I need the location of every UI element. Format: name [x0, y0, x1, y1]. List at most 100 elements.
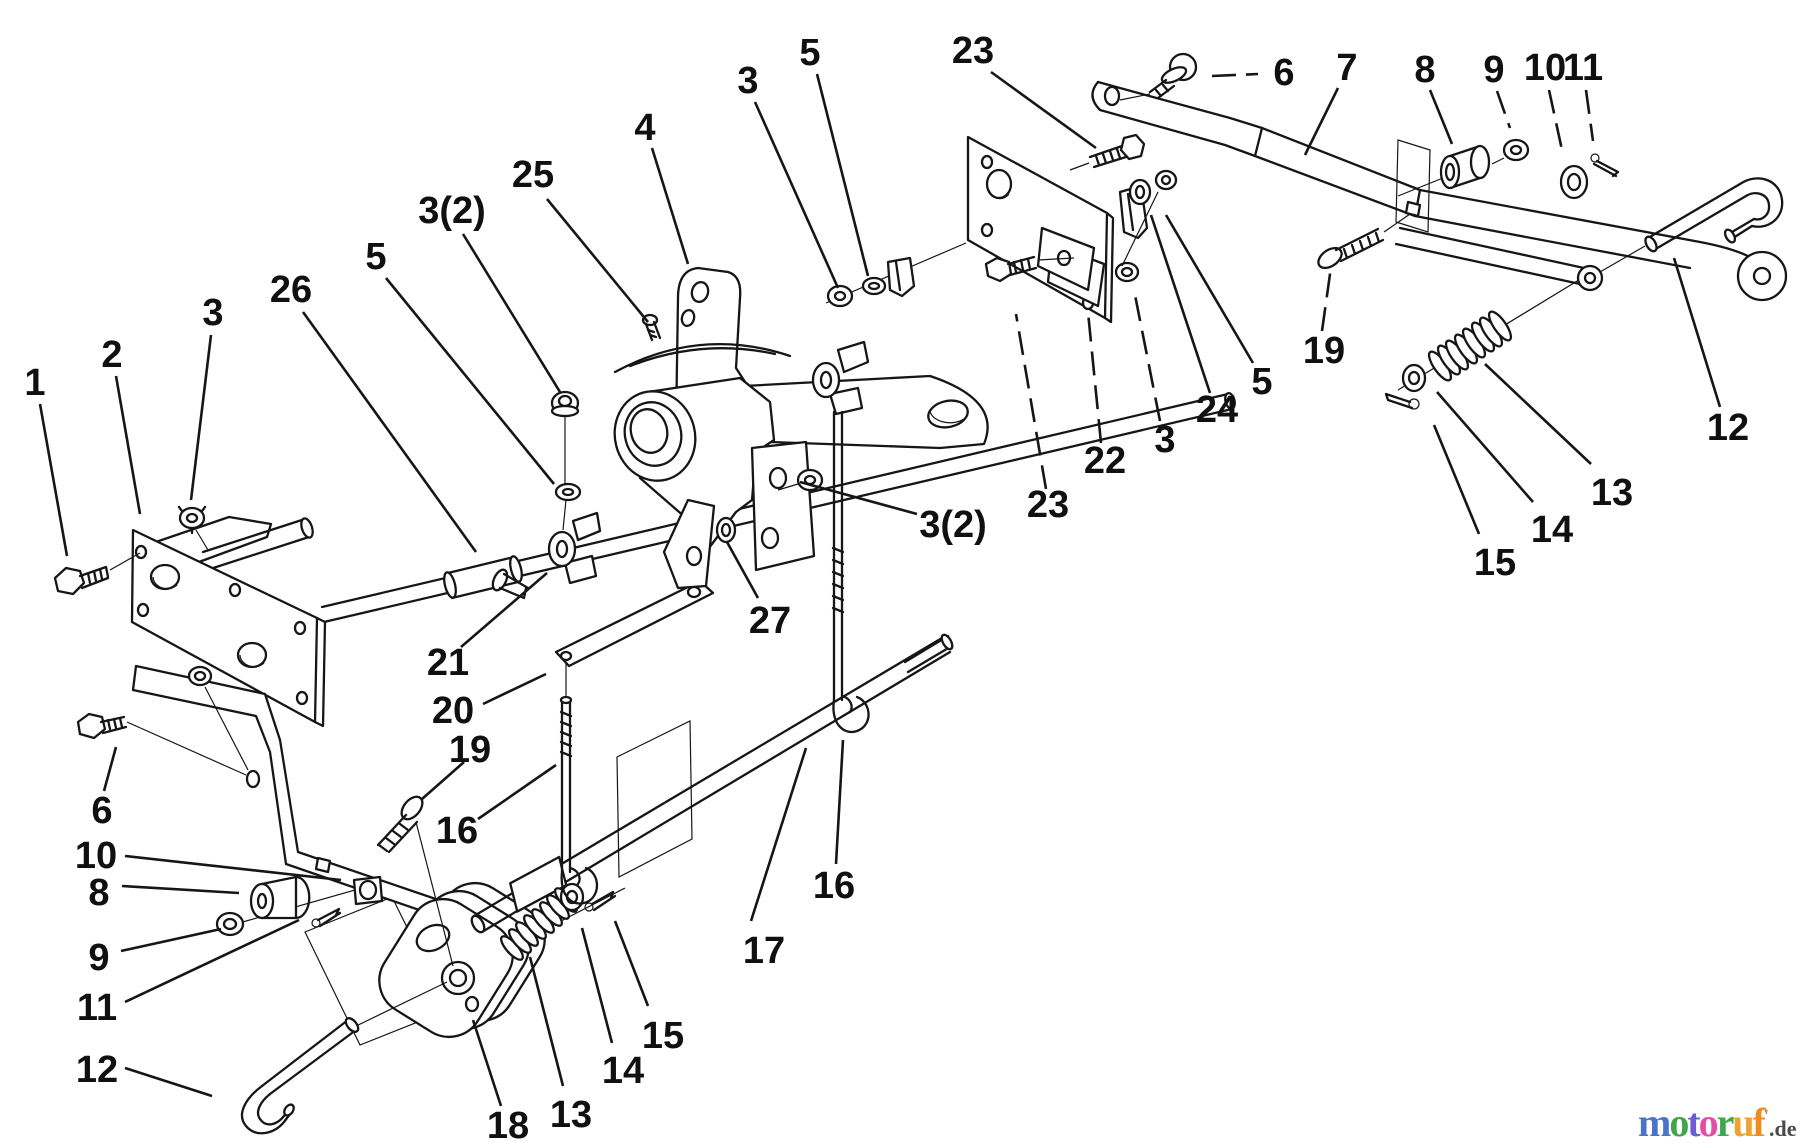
callout-label: 3 [1154, 419, 1175, 461]
callout-label: 12 [76, 1049, 118, 1091]
callout-leader [1428, 89, 1454, 145]
lift-rod-17 [470, 633, 954, 934]
watermark-motoruf: motoruf'.de [1638, 1096, 1798, 1143]
callout-leader [725, 541, 760, 599]
callout-leader [1211, 72, 1259, 78]
callout-label: 23 [1027, 484, 1069, 526]
callout-label: 21 [427, 642, 469, 684]
callout-leader [471, 1019, 503, 1107]
callout-leader [124, 918, 300, 1004]
callout-leader [1303, 87, 1340, 156]
spring-13-right [1427, 310, 1513, 382]
callout-label: 18 [487, 1105, 529, 1143]
callout-label: 5 [1251, 361, 1272, 403]
watermark-letter: r [1716, 1100, 1735, 1143]
watermark-letter: o [1698, 1100, 1719, 1143]
watermark-letter: f [1752, 1100, 1766, 1143]
callout-leader [1495, 90, 1512, 129]
callout-leader [749, 747, 808, 922]
callout-label: 7 [1336, 47, 1357, 89]
callout-leader [1484, 363, 1592, 465]
callout-leader [189, 334, 213, 501]
callout-label: 17 [743, 930, 785, 972]
callout-leader [1584, 89, 1595, 142]
callout-label: 22 [1084, 440, 1126, 482]
callout-leader-layer [38, 70, 1722, 1107]
callout-label: 24 [1196, 389, 1238, 431]
callout-label: 3(2) [418, 190, 486, 232]
callout-leader [1672, 257, 1722, 408]
watermark-letter: o [1669, 1100, 1689, 1143]
callout-leader [990, 70, 1097, 150]
callout-label: 1 [24, 362, 45, 404]
callout-label: 9 [88, 937, 109, 979]
callout-label: 3 [737, 60, 758, 102]
callout-label: 11 [77, 987, 117, 1029]
callout-label: 25 [512, 154, 554, 196]
callout-leader [384, 277, 556, 485]
callout-label: 2 [101, 334, 122, 376]
callout-label: 11 [1563, 47, 1603, 89]
callout-leader [834, 739, 845, 865]
bottom-spring-group [500, 882, 617, 961]
callout-leader [124, 854, 342, 882]
callout-leader [460, 572, 548, 648]
callout-label: 8 [88, 872, 109, 914]
callout-label: 16 [813, 865, 855, 907]
callout-label: 5 [799, 32, 820, 74]
right-spring-group [1384, 310, 1513, 410]
eyebolt-16-left [559, 652, 599, 905]
watermark-letters: motoruf [1638, 1100, 1766, 1143]
callout-leader [799, 480, 918, 516]
callout-label: 8 [1414, 49, 1435, 91]
eyebolt-16-right [831, 410, 870, 734]
callout-label: 9 [1483, 49, 1504, 91]
watermark-letter: t [1687, 1100, 1700, 1143]
callout-leader [38, 403, 69, 557]
callout-label: 26 [270, 269, 312, 311]
callout-leader [421, 761, 465, 800]
callout-label: 14 [602, 1050, 644, 1092]
callout-leader [580, 927, 614, 1044]
left-mounting-plate [53, 505, 327, 728]
callout-label: 15 [1474, 542, 1516, 584]
callout-label: 13 [550, 1094, 592, 1136]
callout-leader [1320, 266, 1333, 332]
callout-label: 19 [449, 729, 491, 771]
callout-label: 15 [642, 1015, 684, 1057]
left-pivot-plates [376, 795, 546, 1039]
callout-label: 23 [952, 30, 994, 72]
callout-leader [1436, 391, 1534, 503]
callout-leader [1164, 214, 1255, 364]
callout-label: 10 [75, 835, 117, 877]
callout-label: 6 [91, 790, 112, 832]
right-arm-7 [1091, 52, 1788, 302]
left-trunnion-group [491, 390, 715, 668]
watermark-suffix: .de [1769, 1116, 1797, 1141]
callout-leader [120, 927, 222, 953]
watermark-letter: u [1732, 1100, 1754, 1143]
callout-leader [102, 746, 118, 792]
right-trunnion-group [777, 340, 870, 734]
callout-leader [1014, 313, 1048, 490]
callout-leader [482, 672, 547, 706]
callout-label: 19 [1303, 330, 1345, 372]
callout-label: 14 [1531, 509, 1573, 551]
callout-leader [545, 198, 650, 323]
callout-label: 12 [1707, 407, 1749, 449]
callout-label: 16 [436, 810, 478, 852]
callout-leader [1086, 311, 1103, 444]
callout-leader [1132, 289, 1162, 422]
callout-leader [477, 763, 557, 821]
right-plate-22 [966, 133, 1178, 324]
callout-leader [121, 884, 240, 895]
callout-label: 13 [1591, 472, 1633, 514]
callout-leader [461, 233, 562, 393]
left-bumper-group [215, 875, 384, 937]
callout-leader [114, 375, 142, 515]
callout-label: 6 [1273, 52, 1294, 94]
callout-leader [301, 311, 478, 553]
right-j-hook [1599, 177, 1784, 273]
